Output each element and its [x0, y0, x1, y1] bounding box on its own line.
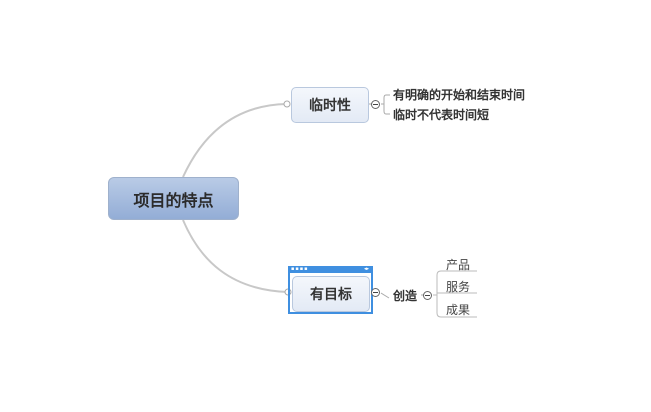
topic-goal-label: 有目标 [310, 287, 352, 303]
collapse-toggle-goal[interactable] [371, 288, 380, 297]
subtopic-create[interactable]: 创造 [393, 289, 418, 303]
root-topic-label: 项目的特点 [133, 190, 214, 210]
topic-temporary-label: 临时性 [309, 98, 351, 114]
topic-temporary[interactable]: 临时性 [291, 87, 369, 123]
connector-root-temporary [182, 103, 288, 178]
subtopic-product[interactable]: 产品 [446, 258, 471, 272]
collapse-toggle-temporary[interactable] [371, 100, 380, 109]
root-topic[interactable]: 项目的特点 [108, 177, 239, 220]
subtopic-start-end-time[interactable]: 有明确的开始和结束时间 [393, 88, 526, 102]
subtopic-result[interactable]: 成果 [446, 303, 471, 317]
frame-arrows-icon: ◂▸ [363, 266, 369, 272]
topic-goal[interactable]: 有目标 [292, 276, 370, 312]
connector-root-goal [182, 219, 289, 293]
connector-temporary-children [381, 94, 390, 115]
collapse-toggle-create[interactable] [423, 291, 432, 300]
connector-create-children [433, 270, 477, 318]
subtopic-not-short-time[interactable]: 临时不代表时间短 [393, 108, 490, 122]
connector-dot-temporary [283, 100, 291, 108]
connector-goal-create [380, 292, 390, 299]
subtopic-service[interactable]: 服务 [446, 280, 471, 294]
frame-grip-icon: ▪▪▪▪ [291, 266, 309, 272]
